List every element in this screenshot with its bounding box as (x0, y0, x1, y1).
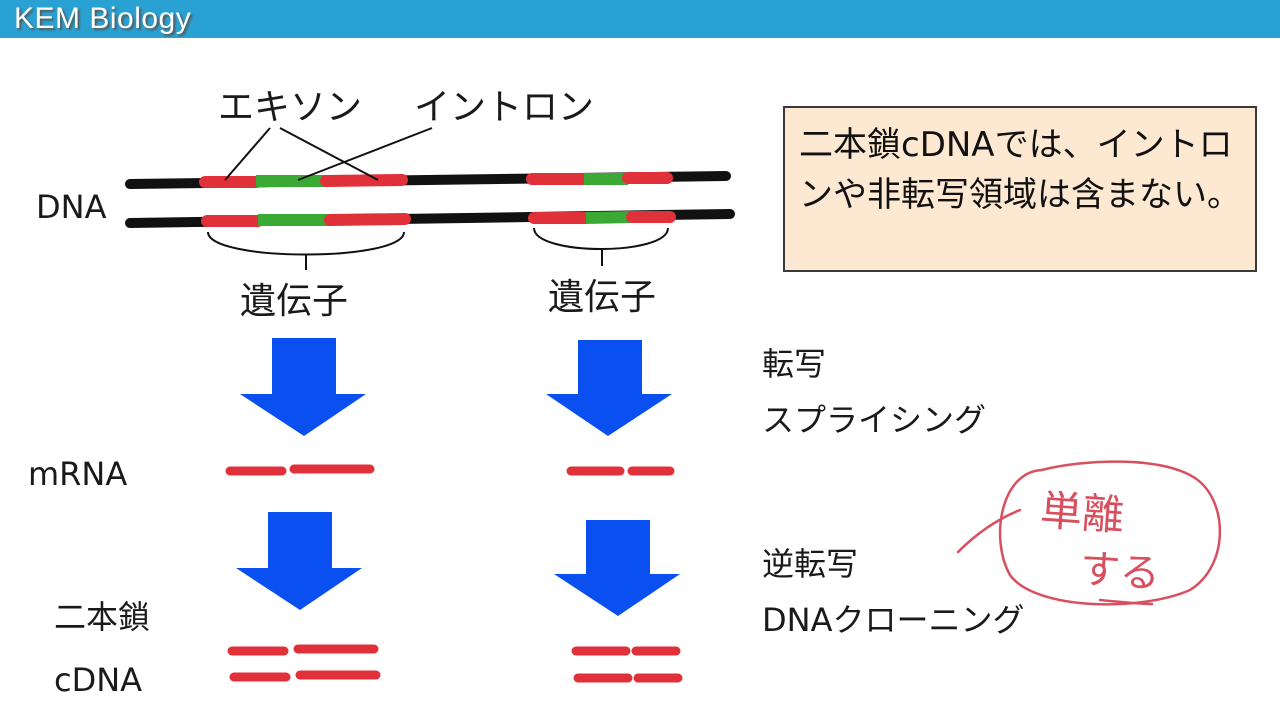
step-dna-cloning: DNAクローニング (762, 601, 1025, 639)
double-strand-label: 二本鎖 (54, 598, 151, 636)
down-arrow (554, 520, 680, 616)
exon-label: エキソン (218, 87, 363, 128)
gene-label-2: 遺伝子 (548, 277, 657, 318)
cdna-label: cDNA (54, 661, 143, 699)
gene-bracket (207, 231, 405, 256)
step-transcription: 転写 (762, 345, 827, 383)
gene-label-1: 遺伝子 (240, 281, 349, 322)
intron-pointer (297, 127, 433, 181)
exon-pointer (224, 127, 271, 181)
down-arrow (236, 512, 362, 610)
down-arrow (546, 340, 672, 436)
handwritten-text-do: する (1078, 546, 1161, 597)
handwritten-circle (998, 460, 1222, 606)
intron-segment (585, 211, 633, 224)
exon-segment (320, 174, 408, 187)
intron-label: イントロン (414, 87, 595, 128)
exon-segment (324, 213, 411, 226)
header-bar: KEM Biology (0, 0, 1280, 38)
note-box: 二本鎖cDNAでは、イントロンや非転写領域は含まない。 (783, 106, 1257, 272)
handwritten-text-isolate: 単離 (1039, 486, 1126, 541)
header-title: KEM Biology (14, 2, 192, 35)
down-arrow (240, 338, 366, 436)
exon-pointer (279, 127, 379, 181)
handwritten-underline (1098, 598, 1154, 606)
step-splicing: スプライシング (762, 401, 987, 439)
dna-label: DNA (36, 188, 107, 226)
handwritten-stroke (956, 508, 1022, 554)
mrna-label: mRNA (28, 455, 128, 493)
step-reverse-transcription: 逆転写 (762, 545, 859, 583)
gene-bracket (533, 227, 669, 250)
